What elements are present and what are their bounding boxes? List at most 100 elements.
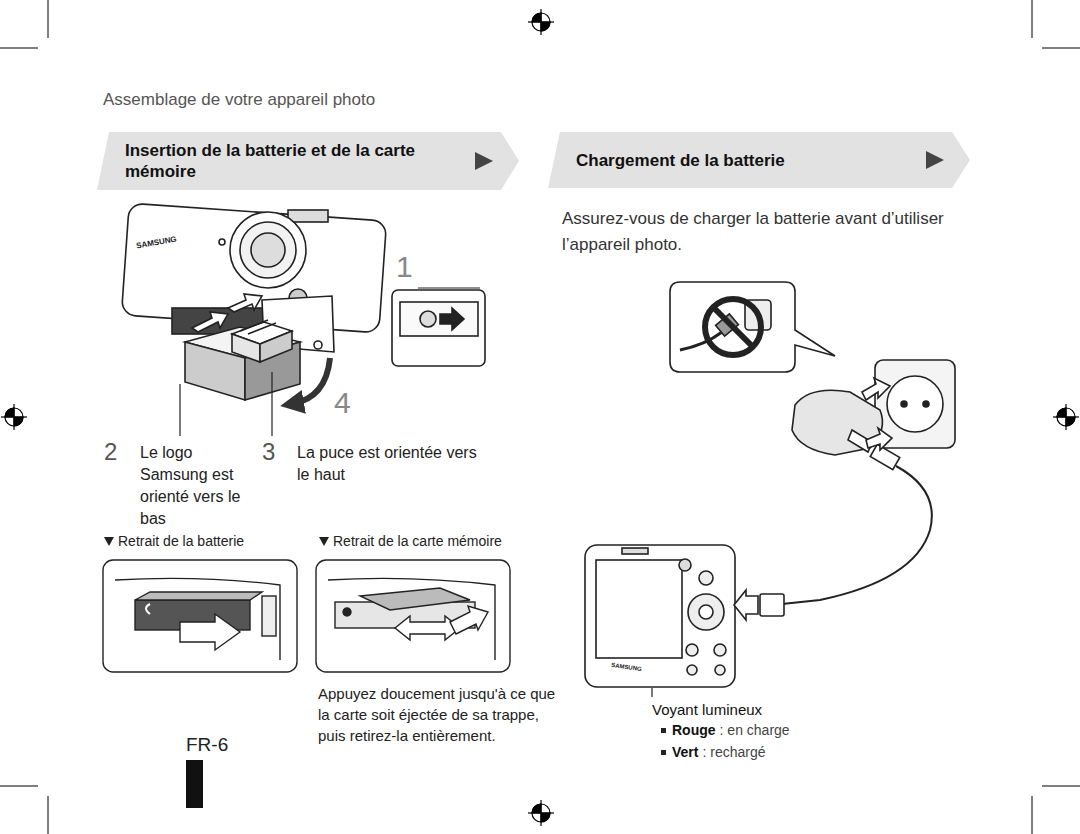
registration-marks (1065, 404, 1066, 430)
camera-battery-illustration (228, 294, 262, 312)
camera-battery-illustration (440, 308, 464, 330)
section-markers (319, 537, 329, 546)
charging-illustration (715, 665, 725, 675)
indicator-state: Vert (672, 744, 698, 760)
camera-battery-illustration (314, 341, 322, 349)
charging-illustration (862, 378, 890, 400)
charging-illustration (585, 282, 955, 697)
page-heading: Assemblage de votre appareil photo (103, 90, 375, 110)
charging-illustration (760, 594, 784, 616)
section-heading: Insertion de la batterie et de la carte … (125, 140, 465, 182)
camera-battery-illustration (232, 334, 260, 362)
charging-illustration (887, 376, 943, 432)
crop-marks (48, 0, 49, 38)
registration-marks (540, 800, 541, 826)
indicator-meaning: : en charge (720, 722, 790, 738)
camera-battery-illustration (240, 320, 268, 331)
callout-number: 1 (396, 250, 413, 285)
camera-battery-illustration (240, 222, 296, 278)
callout-note: La puce est orientée vers le haut (297, 442, 487, 486)
inset-heading: Retrait de la batterie (118, 533, 244, 549)
camera-battery-illustration (271, 372, 272, 436)
registration-marks (1, 404, 27, 430)
charging-illustration (699, 571, 713, 585)
card-removal-illustration (316, 560, 510, 672)
charging-illustration (870, 444, 900, 469)
charging-illustration (713, 307, 753, 347)
battery-removal-illustration (262, 596, 276, 636)
band-arrow (475, 152, 493, 170)
charging-illustration (651, 688, 652, 697)
indicator-heading: Voyant lumineux (652, 701, 762, 718)
crop-marks (1042, 786, 1080, 787)
charging-illustration (688, 594, 724, 630)
camera-battery-illustration (260, 331, 292, 362)
camera-battery-illustration (230, 212, 306, 288)
battery-removal-illustration (135, 592, 262, 600)
registration-marks (13, 404, 14, 430)
battery-removal-illustration (146, 604, 150, 614)
charging-illustration (734, 590, 758, 620)
registration-marks (1, 9, 1079, 826)
crop-marks (1032, 0, 1033, 38)
camera-battery-illustration (192, 312, 228, 332)
card-removal-illustration (328, 578, 495, 660)
indicator-meaning: : rechargé (702, 744, 765, 760)
registration-marks (528, 9, 554, 35)
charging-illustration (585, 545, 735, 687)
band-shape (97, 132, 519, 190)
camera-battery-illustration (248, 323, 276, 334)
battery-removal-illustration (103, 560, 297, 672)
card-removal-illustration (343, 608, 351, 616)
camera-battery-illustration (288, 210, 328, 222)
bullet-squares (661, 728, 666, 733)
section-markers (104, 537, 114, 546)
page-number: FR-6 (186, 734, 228, 756)
callout-note: Le logo Samsung est orienté vers le bas (140, 442, 250, 530)
registration-marks (528, 800, 554, 826)
registration-marks (540, 9, 541, 35)
charging-illustration (923, 401, 929, 407)
bullet-squares (661, 750, 666, 755)
camera-battery-illustration (418, 288, 480, 289)
camera-battery-illustration (420, 311, 436, 327)
camera-battery-illustration (121, 203, 485, 436)
card-removal-illustration (395, 616, 460, 640)
camera-battery-illustration (251, 233, 285, 267)
charging-illustration (596, 560, 682, 658)
charging-illustration (679, 559, 691, 571)
band-arrow (926, 151, 944, 169)
indicator-state: Rouge (672, 722, 716, 738)
bullet-squares (661, 728, 666, 755)
card-removal-illustration (360, 588, 470, 610)
crop-marks (48, 796, 49, 834)
body-text: Assurez-vous de charger la batterie avan… (562, 206, 987, 258)
crop-marks (1042, 48, 1080, 49)
charging-illustration (622, 548, 648, 554)
charging-illustration (687, 665, 697, 675)
section-heading: Chargement de la batterie (576, 150, 916, 171)
band-fill (97, 132, 519, 190)
charging-illustration (901, 401, 907, 407)
card-removal-illustration (316, 560, 510, 672)
section-band: Insertion de la batterie et de la carte … (97, 132, 519, 190)
camera-battery-illustration (392, 290, 485, 366)
crop-marks (0, 48, 38, 49)
charging-illustration (699, 605, 713, 619)
page-tab (186, 760, 203, 808)
crop-marks (0, 786, 38, 787)
battery-removal-illustration (115, 578, 280, 660)
inset-heading: Retrait de la carte mémoire (333, 533, 502, 549)
charging-illustration (686, 644, 698, 656)
callout-number: 4 (334, 386, 351, 421)
instruction-note: Appuyez doucement jusqu'à ce que la cart… (318, 683, 568, 746)
crop-marks (1032, 796, 1033, 834)
camera-battery-illustration (292, 358, 330, 404)
registration-marks (1053, 404, 1079, 430)
callout-number: 3 (262, 438, 275, 466)
camera-battery-illustration (400, 302, 478, 336)
card-removal-illustration (450, 606, 488, 634)
